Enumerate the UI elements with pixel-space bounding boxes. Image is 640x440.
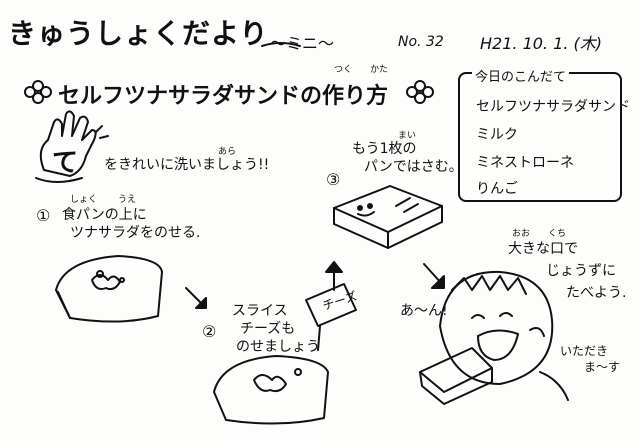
ruby-ue: うえ [118, 195, 137, 205]
menu-item-2: ミルク [476, 127, 518, 143]
menu-item-4: りんご [476, 181, 518, 197]
ruby-mai: まい [398, 131, 417, 141]
big-mouth-line2: じょうずに [546, 263, 616, 279]
step3-line1: もう1枚の [352, 141, 417, 157]
step3-line2: パンではさむ。 [364, 159, 463, 175]
step2-number: ② [202, 322, 217, 341]
sandwich-icon [333, 185, 443, 249]
step3-number: ③ [326, 170, 341, 189]
child-eating-icon [419, 270, 569, 405]
step1-line1: 食パンの上に [62, 207, 147, 223]
issue-number: No. 32 [398, 34, 444, 50]
ruby-kuchi: くち [548, 229, 567, 239]
recipe-heading-tail: 作り方 [322, 84, 389, 109]
speech-aan: あ〜ん! [400, 303, 448, 319]
arrow-step1-icon [185, 287, 207, 309]
newsletter-title: きゅうしょくだより [8, 17, 269, 50]
step2-line1: スライス [232, 303, 288, 319]
menu-title: 今日のこんだて [472, 66, 570, 85]
recipe-heading-main: セルフツナサラダサンドの [58, 84, 323, 109]
ruby-oo: おお [512, 229, 531, 239]
ruby-shoku: しょく [70, 195, 98, 205]
bread-with-tuna-icon [55, 255, 163, 323]
hand-icon [35, 110, 109, 183]
menu-item-1: セルフツナサラダサンド [476, 99, 630, 115]
title-flourish [261, 42, 301, 47]
bread-with-cheese-icon [213, 355, 329, 425]
step1-line2: ツナサラダをのせる. [70, 225, 201, 241]
newsletter-subtitle: 〜ミニ〜 [270, 34, 335, 53]
big-mouth-line1: 大きな口で [508, 241, 578, 257]
arrow-step3-icon [423, 263, 445, 289]
ruby-ara: あら [218, 147, 237, 157]
recipe-heading: セルフツナサラダサンドの作り方 [58, 78, 388, 110]
flower-icon-left [24, 80, 52, 104]
step2-line3: のせましょう [236, 339, 320, 355]
big-mouth-line3: たべよう. [566, 285, 627, 301]
ruby-tsuku: つく [334, 65, 353, 75]
step2-line2: チーズも [240, 321, 296, 337]
itadakimasu-line2: ま〜す [584, 360, 621, 374]
itadakimasu-line1: いただき [560, 344, 609, 358]
arrow-step2-icon [325, 261, 343, 291]
issue-date: H21. 10. 1. (木) [480, 34, 602, 53]
step1-number: ① [36, 206, 51, 225]
ruby-kata: かた [370, 65, 389, 75]
cheese-slice-icon [305, 283, 357, 351]
wash-hands-text: をきれいに洗いましょう!! [104, 157, 270, 173]
menu-item-3: ミネストローネ [476, 155, 574, 171]
flower-icon-right [406, 80, 434, 104]
